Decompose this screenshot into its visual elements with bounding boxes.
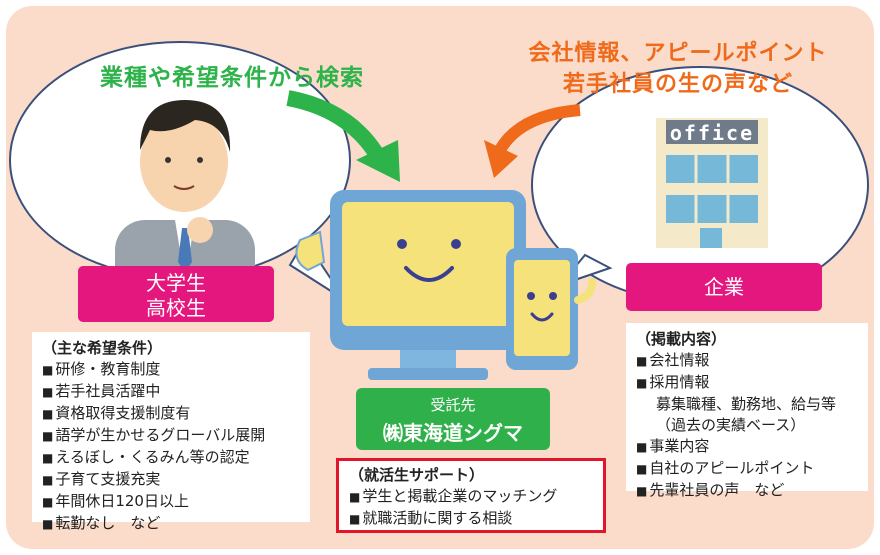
list-item: 自社のアピールポイント [636, 458, 858, 480]
student-tag-line1: 大学生 [146, 271, 206, 295]
company-info-line2: 若手社員の生の声など [562, 72, 793, 97]
search-headline: 業種や希望条件から検索 [100, 65, 364, 91]
orange-arrow-icon [484, 104, 581, 178]
list-subitem: 募集職種、勤務地、給与等 [656, 395, 837, 413]
list-item: 資格取得支援制度有 [42, 403, 300, 425]
student-list-title: （主な希望条件） [42, 339, 163, 357]
list-item: 転勤なし など [42, 513, 300, 535]
green-arrow-icon [286, 90, 400, 182]
list-item: 事業内容 [636, 436, 858, 458]
company-list-title: （掲載内容） [636, 330, 727, 348]
student-conditions-list: （主な希望条件） 研修・教育制度 若手社員活躍中 資格取得支援制度有 語学が生か… [32, 332, 310, 532]
office-building-icon [656, 118, 768, 248]
contractor-label: 受託先 [430, 396, 476, 414]
list-item: 会社情報 [636, 350, 858, 372]
list-item: 学生と掲載企業のマッチング [349, 486, 593, 508]
list-item: 就職活動に関する相談 [349, 508, 593, 530]
list-item: 語学が生かせるグローバル展開 [42, 425, 300, 447]
list-item: 子育て支援充実 [42, 469, 300, 491]
office-sign-text: office [670, 121, 754, 145]
list-item: えるぼし・くるみん等の認定 [42, 447, 300, 469]
contractor-name: ㈱東海道シグマ [383, 421, 523, 445]
list-item: 研修・教育制度 [42, 359, 300, 381]
list-item: 若手社員活躍中 [42, 381, 300, 403]
student-tag-line2: 高校生 [146, 296, 206, 320]
monitor-icon [295, 190, 526, 380]
list-item: 年間休日120日以上 [42, 491, 300, 513]
job-hunting-support-box: （就活生サポート） 学生と掲載企業のマッチング 就職活動に関する相談 [336, 458, 606, 533]
support-title: （就活生サポート） [349, 466, 485, 484]
smartphone-icon [506, 248, 596, 370]
company-info-line1: 会社情報、アピールポイント [528, 41, 828, 66]
contractor-box: 受託先 ㈱東海道シグマ [356, 388, 550, 450]
company-content-list: （掲載内容） 会社情報 採用情報 募集職種、勤務地、給与等 （過去の実績ベース）… [626, 323, 868, 499]
company-tag: 企業 [626, 263, 822, 311]
student-tag: 大学生 高校生 [78, 266, 274, 322]
list-subitem: （過去の実績ベース） [656, 416, 806, 434]
company-info-headline: 会社情報、アピールポイント 若手社員の生の声など [478, 38, 878, 100]
list-item: 先輩社員の声 など [636, 480, 858, 502]
list-item: 採用情報 [636, 372, 858, 394]
